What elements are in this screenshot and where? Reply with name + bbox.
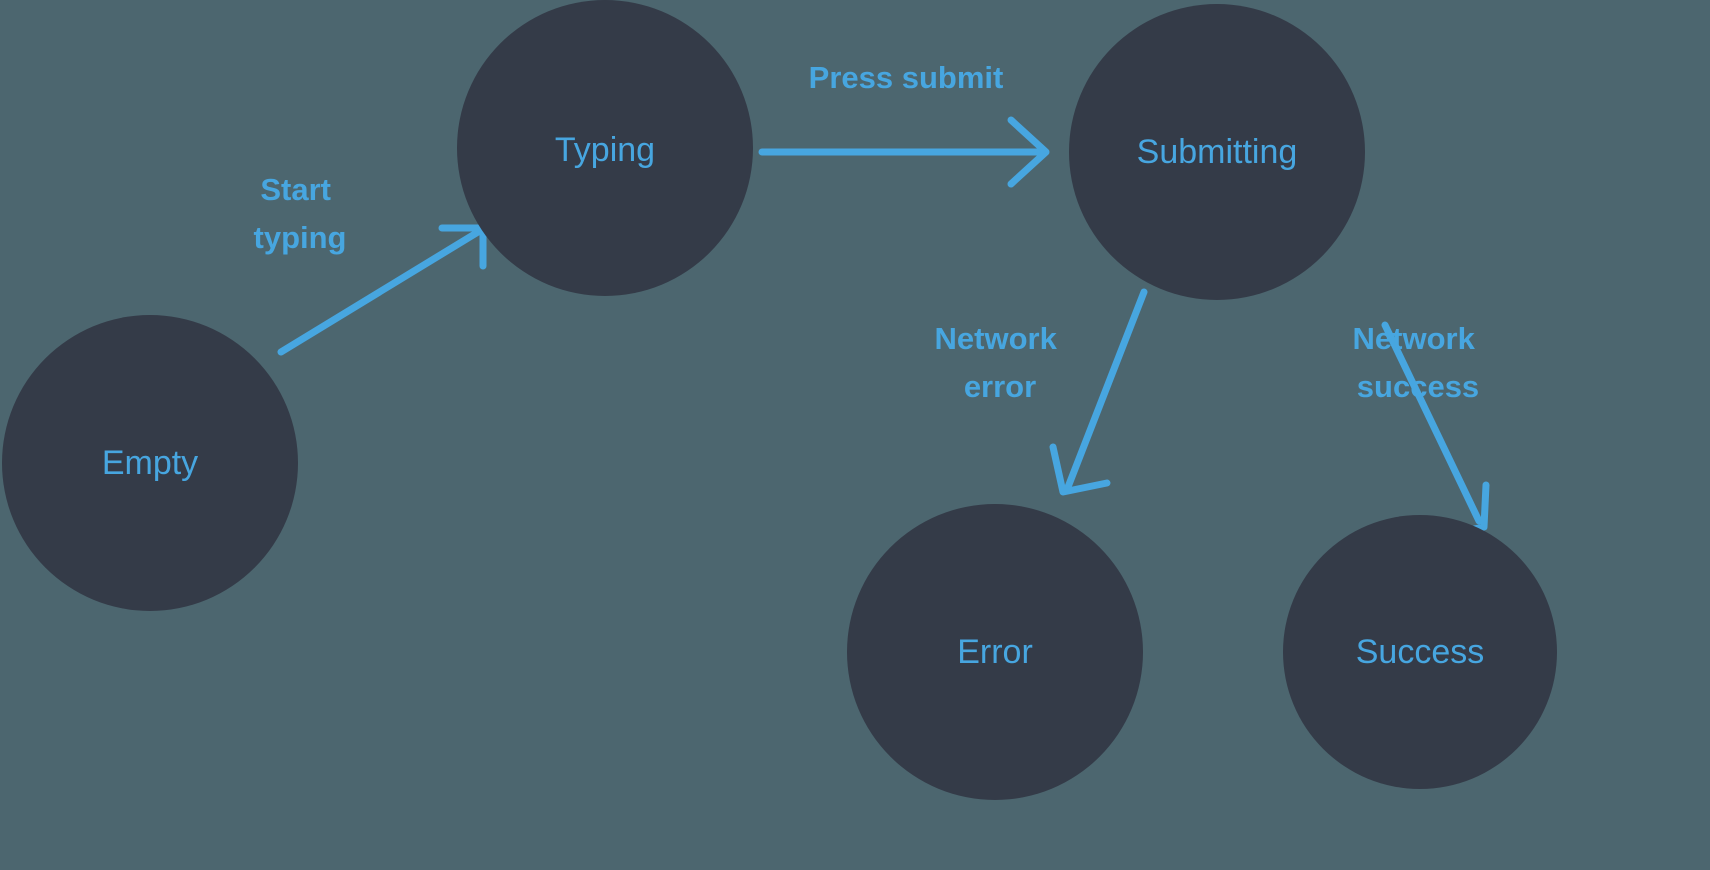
- state-node-circle: [847, 504, 1143, 800]
- state-node-label: Typing: [555, 131, 655, 169]
- edge-label-start-typing: Start typing: [254, 172, 347, 255]
- arrow-head-icon: [1049, 443, 1111, 496]
- arrow-head-icon: [1007, 116, 1050, 188]
- edge-typing-to-submitting[interactable]: Press submit: [758, 60, 1050, 188]
- state-node-submitting[interactable]: Submitting: [1069, 4, 1365, 300]
- edge-line: [1064, 288, 1148, 491]
- state-node-label: Error: [957, 633, 1033, 671]
- state-node-circle: [457, 0, 753, 296]
- edge-label-line: success: [1357, 369, 1479, 404]
- edge-label-line: Start: [260, 172, 331, 207]
- state-node-error[interactable]: Error: [847, 504, 1143, 800]
- edge-line: [277, 228, 482, 356]
- state-node-label: Empty: [102, 444, 198, 482]
- edge-label-press-submit: Press submit: [809, 60, 1004, 95]
- edge-label-line: error: [964, 369, 1036, 404]
- edge-label-line: Press submit: [809, 60, 1004, 95]
- state-node-circle: [2, 315, 298, 611]
- state-node-circle: [1283, 515, 1557, 789]
- state-node-success[interactable]: Success: [1283, 515, 1557, 789]
- edges-layer: Start typing Press submit Network error: [254, 60, 1490, 539]
- edge-label-line: Network: [935, 321, 1058, 356]
- state-node-label: Submitting: [1137, 133, 1298, 171]
- edge-label-line: Network: [1353, 321, 1476, 356]
- edge-line: [1381, 321, 1483, 525]
- state-node-empty[interactable]: Empty: [2, 315, 298, 611]
- edge-label-line: typing: [254, 220, 347, 255]
- edge-submitting-to-success[interactable]: Network success: [1353, 321, 1490, 539]
- edge-empty-to-typing[interactable]: Start typing: [254, 172, 487, 356]
- state-node-typing[interactable]: Typing: [457, 0, 753, 296]
- state-node-circle: [1069, 4, 1365, 300]
- edge-submitting-to-error[interactable]: Network error: [935, 288, 1148, 496]
- state-node-label: Success: [1356, 633, 1485, 671]
- edge-label-network-error: Network error: [935, 321, 1066, 404]
- edge-label-network-success: Network success: [1353, 321, 1484, 404]
- nodes-layer: Empty Typing Submitting Error Success: [2, 0, 1557, 800]
